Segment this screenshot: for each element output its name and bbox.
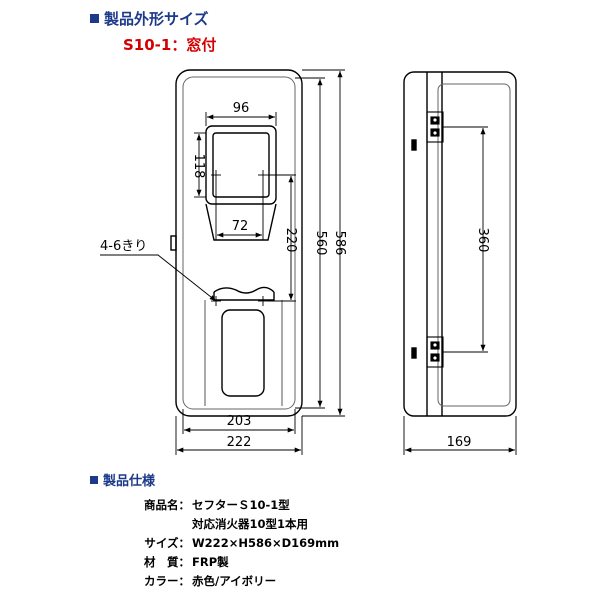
square-bullet-icon	[90, 14, 99, 23]
side-outline	[403, 71, 517, 417]
side-dimensions	[403, 126, 517, 455]
section-title: 製品外形サイズ	[90, 8, 209, 29]
dim-height-586: 586	[332, 231, 347, 256]
lower-slot	[221, 309, 265, 397]
dim-inner-height: 220	[283, 228, 298, 253]
dim-depth: 169	[447, 435, 472, 450]
section-title-text: 製品外形サイズ	[104, 10, 209, 28]
front-dimensions	[100, 69, 345, 455]
handle-recess	[213, 286, 275, 294]
side-view	[403, 71, 517, 417]
hinge-top	[426, 111, 444, 143]
spec-row-color: カラー：赤色/アイボリー	[144, 574, 277, 588]
dim-width-203: 203	[227, 414, 252, 429]
hole-note: 4-6きり	[100, 239, 147, 254]
window-glass	[212, 132, 270, 198]
front-view	[170, 69, 303, 417]
dim-height-560: 560	[313, 231, 328, 256]
spec-row-size: サイズ：W222×H586×D169mm	[144, 536, 340, 550]
dim-window-width: 96	[233, 101, 250, 116]
window-frame	[205, 125, 277, 205]
cabinet-inner-outline	[182, 76, 296, 410]
spec-row-product-name: 商品名：セフターＳ10-1型	[144, 498, 290, 512]
dim-width-222: 222	[227, 435, 252, 450]
spec-row-material: 材 質：FRP製	[144, 555, 229, 569]
front-dimension-labels: 96 118 72 220 560 586 203 222 4-6きり	[100, 101, 347, 450]
side-dimension-labels: 360 169	[447, 228, 490, 450]
bracket-mark-bottom	[411, 347, 417, 359]
bracket-mark-top	[411, 139, 417, 151]
dim-inner-width: 72	[232, 219, 249, 234]
spec-row-compatibility: 対応消火器10型1本用	[192, 517, 309, 531]
square-bullet-icon	[90, 476, 98, 484]
specs-title: 製品仕様	[90, 470, 155, 489]
hinge-bottom	[426, 336, 444, 368]
dim-hinge-span: 360	[475, 228, 490, 253]
mounting-holes	[211, 170, 268, 306]
window-lip	[205, 203, 277, 241]
side-nub	[170, 235, 177, 251]
side-inner-outline	[437, 83, 511, 407]
dim-window-height: 118	[191, 154, 206, 179]
model-label: S10-1：窓付	[123, 36, 217, 54]
specs-title-text: 製品仕様	[103, 474, 156, 489]
